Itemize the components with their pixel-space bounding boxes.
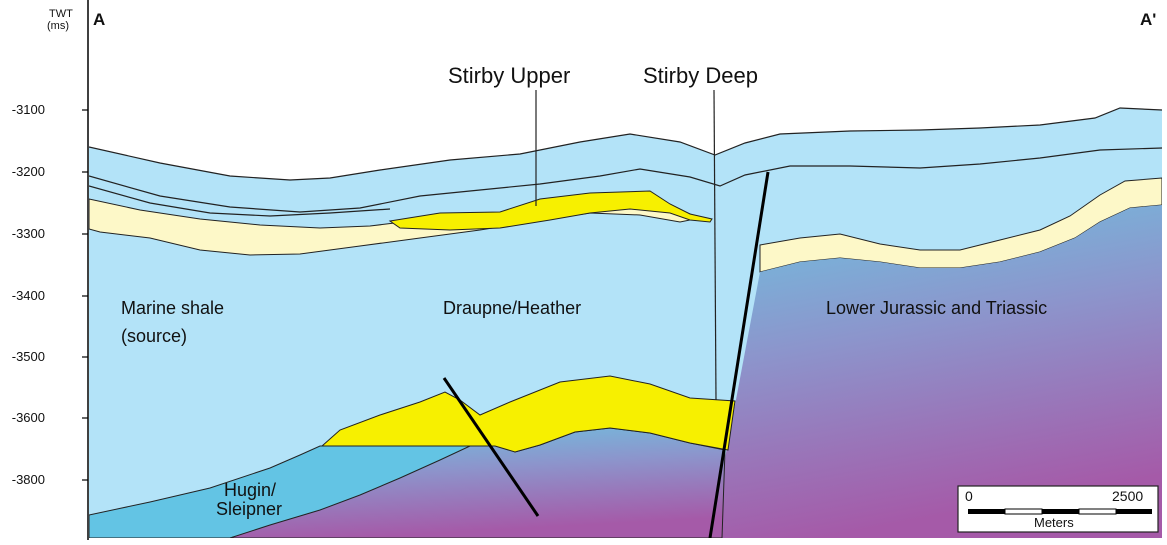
tick-label: -3300 [11,226,45,241]
marine-shale-source-label: (source) [121,326,188,346]
axis-title-top: TWT [49,8,73,20]
marine-shale-label: Marine shale [121,298,225,318]
horizon-top [89,107,1162,181]
stirby-deep-sand [320,375,736,453]
lower-jurassic-block [710,205,1162,538]
tick-label: -3600 [11,410,45,425]
lower-jurassic-label: Lower Jurassic and Triassic [826,298,1048,318]
section-end-label: A' [1140,10,1157,29]
scale-min-label: 0 [965,488,973,504]
stirby-deep-leader [713,89,717,401]
stirby-deep-label: Stirby Deep [643,63,758,88]
y-axis-ticks [82,109,88,481]
fault-major [708,171,770,538]
tick-label: -3500 [11,349,45,364]
tick-label: -3200 [11,164,45,179]
tick-label: -3800 [11,472,45,487]
fault-minor [442,377,540,517]
stirby-upper-sand [388,190,713,231]
sleipner-label: Sleipner [216,499,283,519]
tick-label: -3400 [11,288,45,303]
axis-title-unit: (ms) [47,20,69,32]
horizon-middle-1 [89,147,1162,213]
draupne-label: Draupne/Heather [443,298,582,318]
scale-unit-label: Meters [1034,515,1074,530]
stirby-upper-label: Stirby Upper [448,63,571,88]
tick-label: -3100 [11,102,45,117]
scale-bar [957,485,1159,533]
hugin-label: Hugin/ [224,480,277,500]
horizon-middle-2 [89,185,391,217]
section-start-label: A [93,10,106,29]
scale-max-label: 2500 [1112,488,1144,504]
